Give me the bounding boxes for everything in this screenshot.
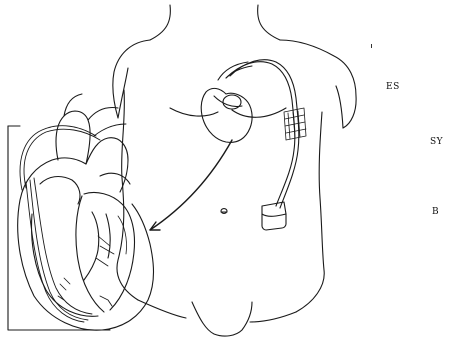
heart-on-torso <box>201 62 252 142</box>
enlarged-heart <box>18 94 154 330</box>
label-es: ES <box>386 82 400 92</box>
pacing-lead-torso <box>226 60 299 208</box>
label-b: B <box>432 207 439 217</box>
pointer-arrow <box>150 140 232 230</box>
hatched-patch <box>284 108 306 140</box>
pulse-generator <box>262 202 286 230</box>
label-sy: SY <box>430 137 443 147</box>
torso-outline <box>113 5 356 336</box>
inset-frame <box>8 126 110 330</box>
